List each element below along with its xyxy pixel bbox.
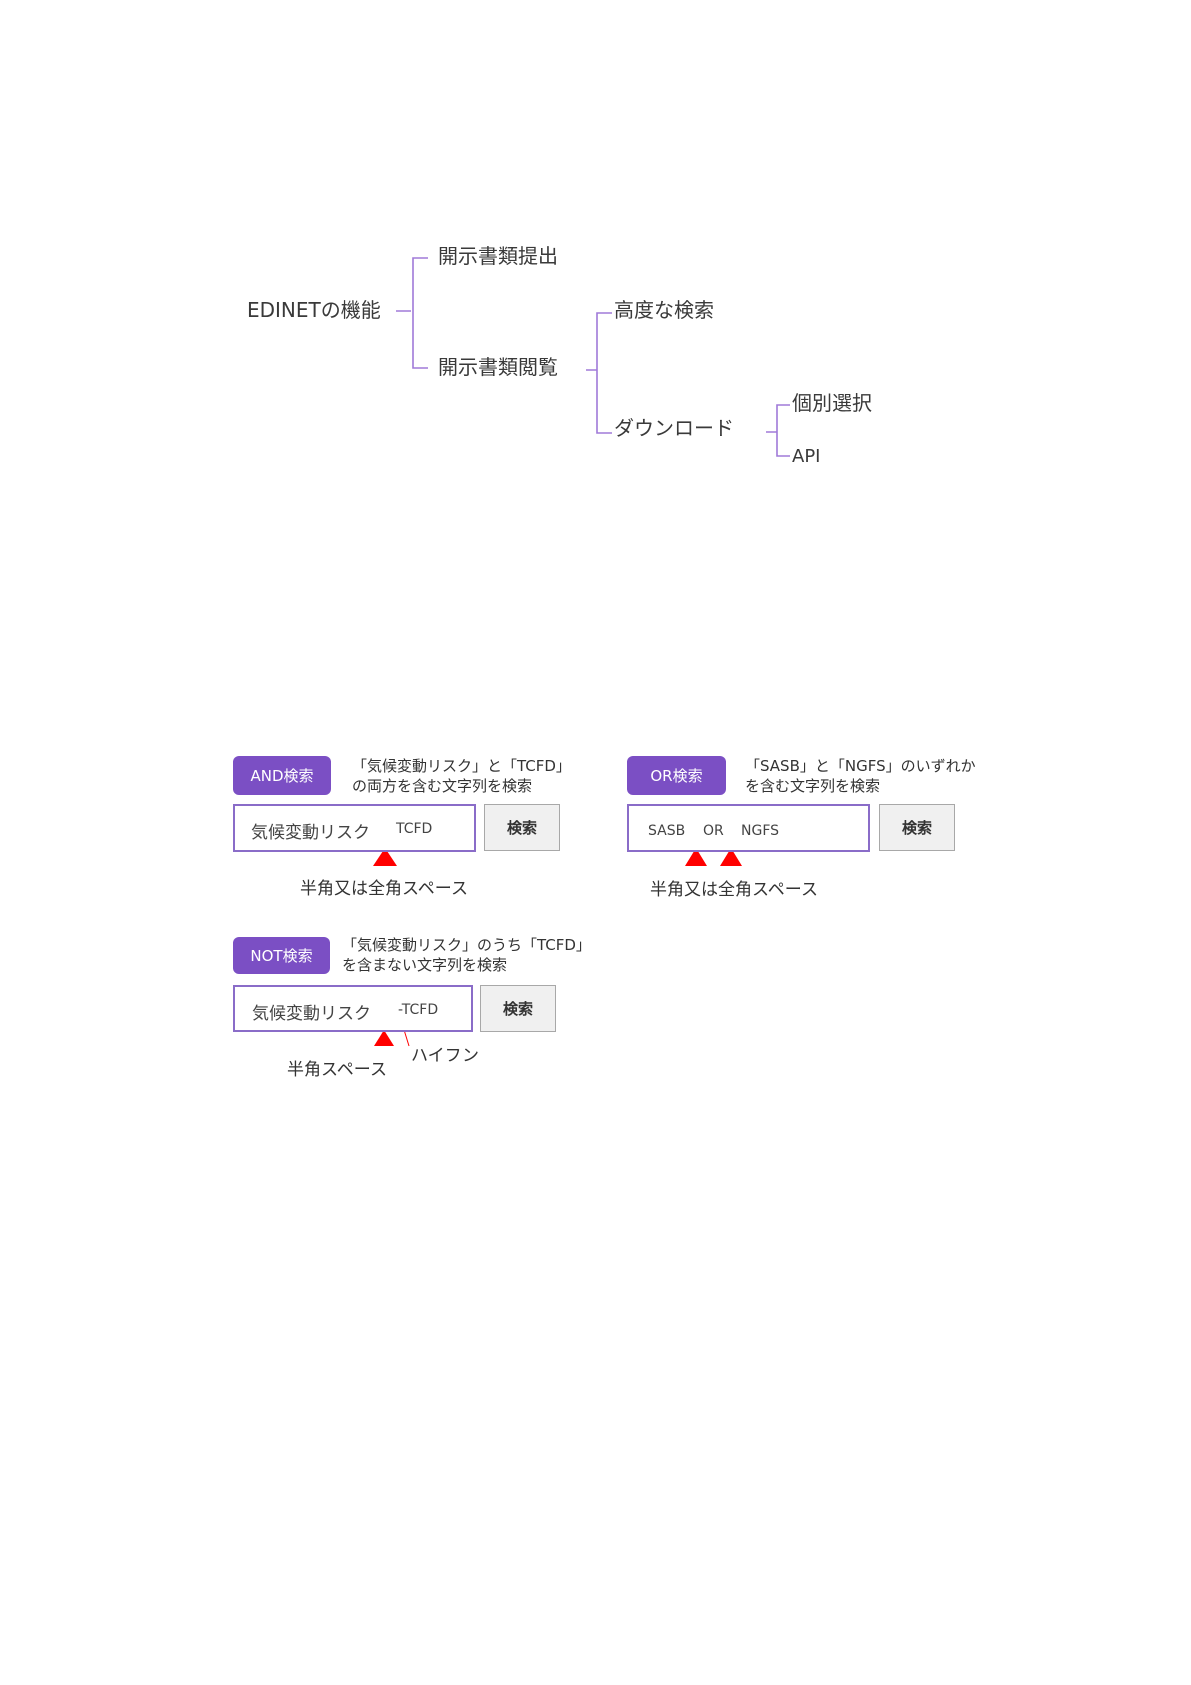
search-term-2: -TCFD (398, 1002, 439, 1018)
tree-node-advanced-search: 高度な検索 (614, 298, 714, 322)
or-search-badge: OR検索 (627, 756, 726, 795)
space-marker-triangle (373, 848, 397, 866)
space-marker-triangle (685, 848, 707, 866)
space-marker-triangle (720, 848, 742, 866)
tree-branch-root (396, 257, 428, 369)
or-search-desc-1: 「SASB」と「NGFS」のいずれか (745, 757, 976, 775)
tree-node-api: API (792, 446, 821, 467)
and-space-caption: 半角又は全角スペース (300, 879, 468, 899)
tree-branch-download (766, 404, 790, 457)
search-term-2: NGFS (741, 823, 780, 839)
or-space-caption: 半角又は全角スペース (650, 880, 818, 900)
tree-branch-browse (586, 312, 612, 434)
tree-node-submission: 開示書類提出 (438, 244, 558, 268)
not-search-desc-1: 「気候変動リスク」のうち「TCFD」 (342, 936, 591, 954)
search-term-2: TCFD (396, 821, 433, 837)
and-search-button[interactable]: 検索 (484, 804, 560, 851)
not-search-input[interactable]: 気候変動リスク -TCFD (233, 985, 473, 1032)
search-term-1: SASB (648, 823, 686, 839)
or-search-desc-2: を含む文字列を検索 (745, 777, 881, 795)
and-search-badge: AND検索 (233, 756, 331, 795)
search-term-1: 気候変動リスク (252, 1004, 371, 1024)
not-search-desc-2: を含まない文字列を検索 (342, 956, 508, 974)
hyphen-caption: ハイフン (411, 1046, 479, 1066)
tree-node-individual: 個別選択 (792, 391, 872, 415)
not-search-button[interactable]: 検索 (480, 985, 556, 1032)
tree-node-download: ダウンロード (614, 416, 734, 440)
tree-node-root: EDINETの機能 (247, 298, 381, 322)
search-term-1: 気候変動リスク (251, 823, 370, 843)
or-search-input[interactable]: SASB OR NGFS (627, 804, 870, 852)
space-marker-triangle (374, 1030, 394, 1046)
tree-node-browse: 開示書類閲覧 (438, 355, 558, 379)
search-operator: OR (703, 823, 724, 839)
and-search-input[interactable]: 気候変動リスク TCFD (233, 804, 476, 852)
not-search-badge: NOT検索 (233, 937, 330, 974)
and-search-desc-1: 「気候変動リスク」と「TCFD」 (352, 757, 571, 775)
and-search-desc-2: の両方を含む文字列を検索 (352, 777, 533, 795)
space-caption: 半角スペース (287, 1060, 387, 1080)
or-search-button[interactable]: 検索 (879, 804, 955, 851)
